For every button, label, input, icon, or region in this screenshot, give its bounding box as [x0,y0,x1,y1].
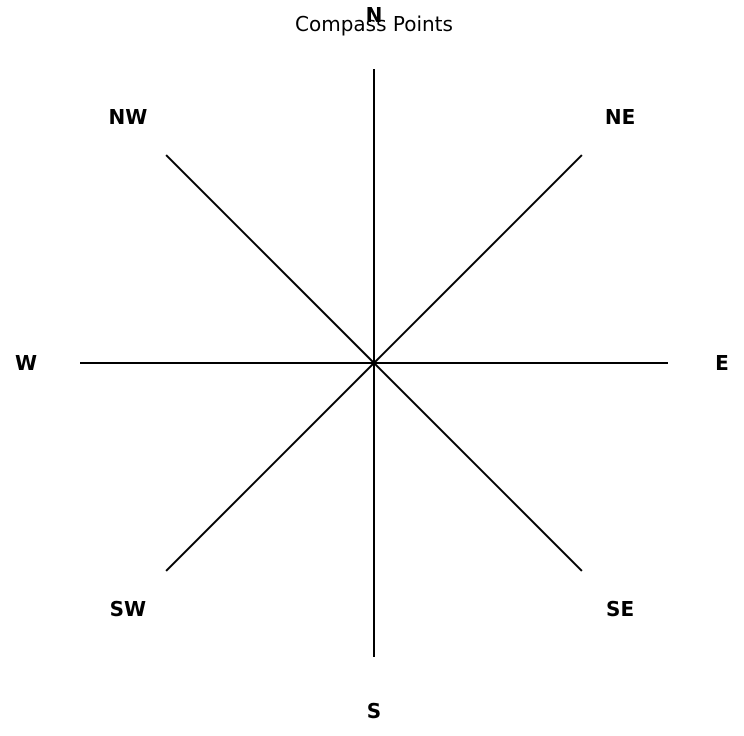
spoke-nw [165,154,375,364]
label-e: E [715,351,729,375]
compass-labels: N NE E SE S SW W NW [15,3,729,723]
label-nw: NW [108,105,147,129]
label-n: N [366,3,383,27]
label-sw: SW [110,597,146,621]
label-se: SE [606,597,634,621]
diagram-title: Compass Points [295,12,453,36]
spoke-se [373,362,583,572]
label-w: W [15,351,37,375]
spoke-sw [165,362,375,572]
label-ne: NE [605,105,635,129]
spoke-ne [373,154,583,364]
label-s: S [367,699,381,723]
compass-spokes [80,69,668,657]
